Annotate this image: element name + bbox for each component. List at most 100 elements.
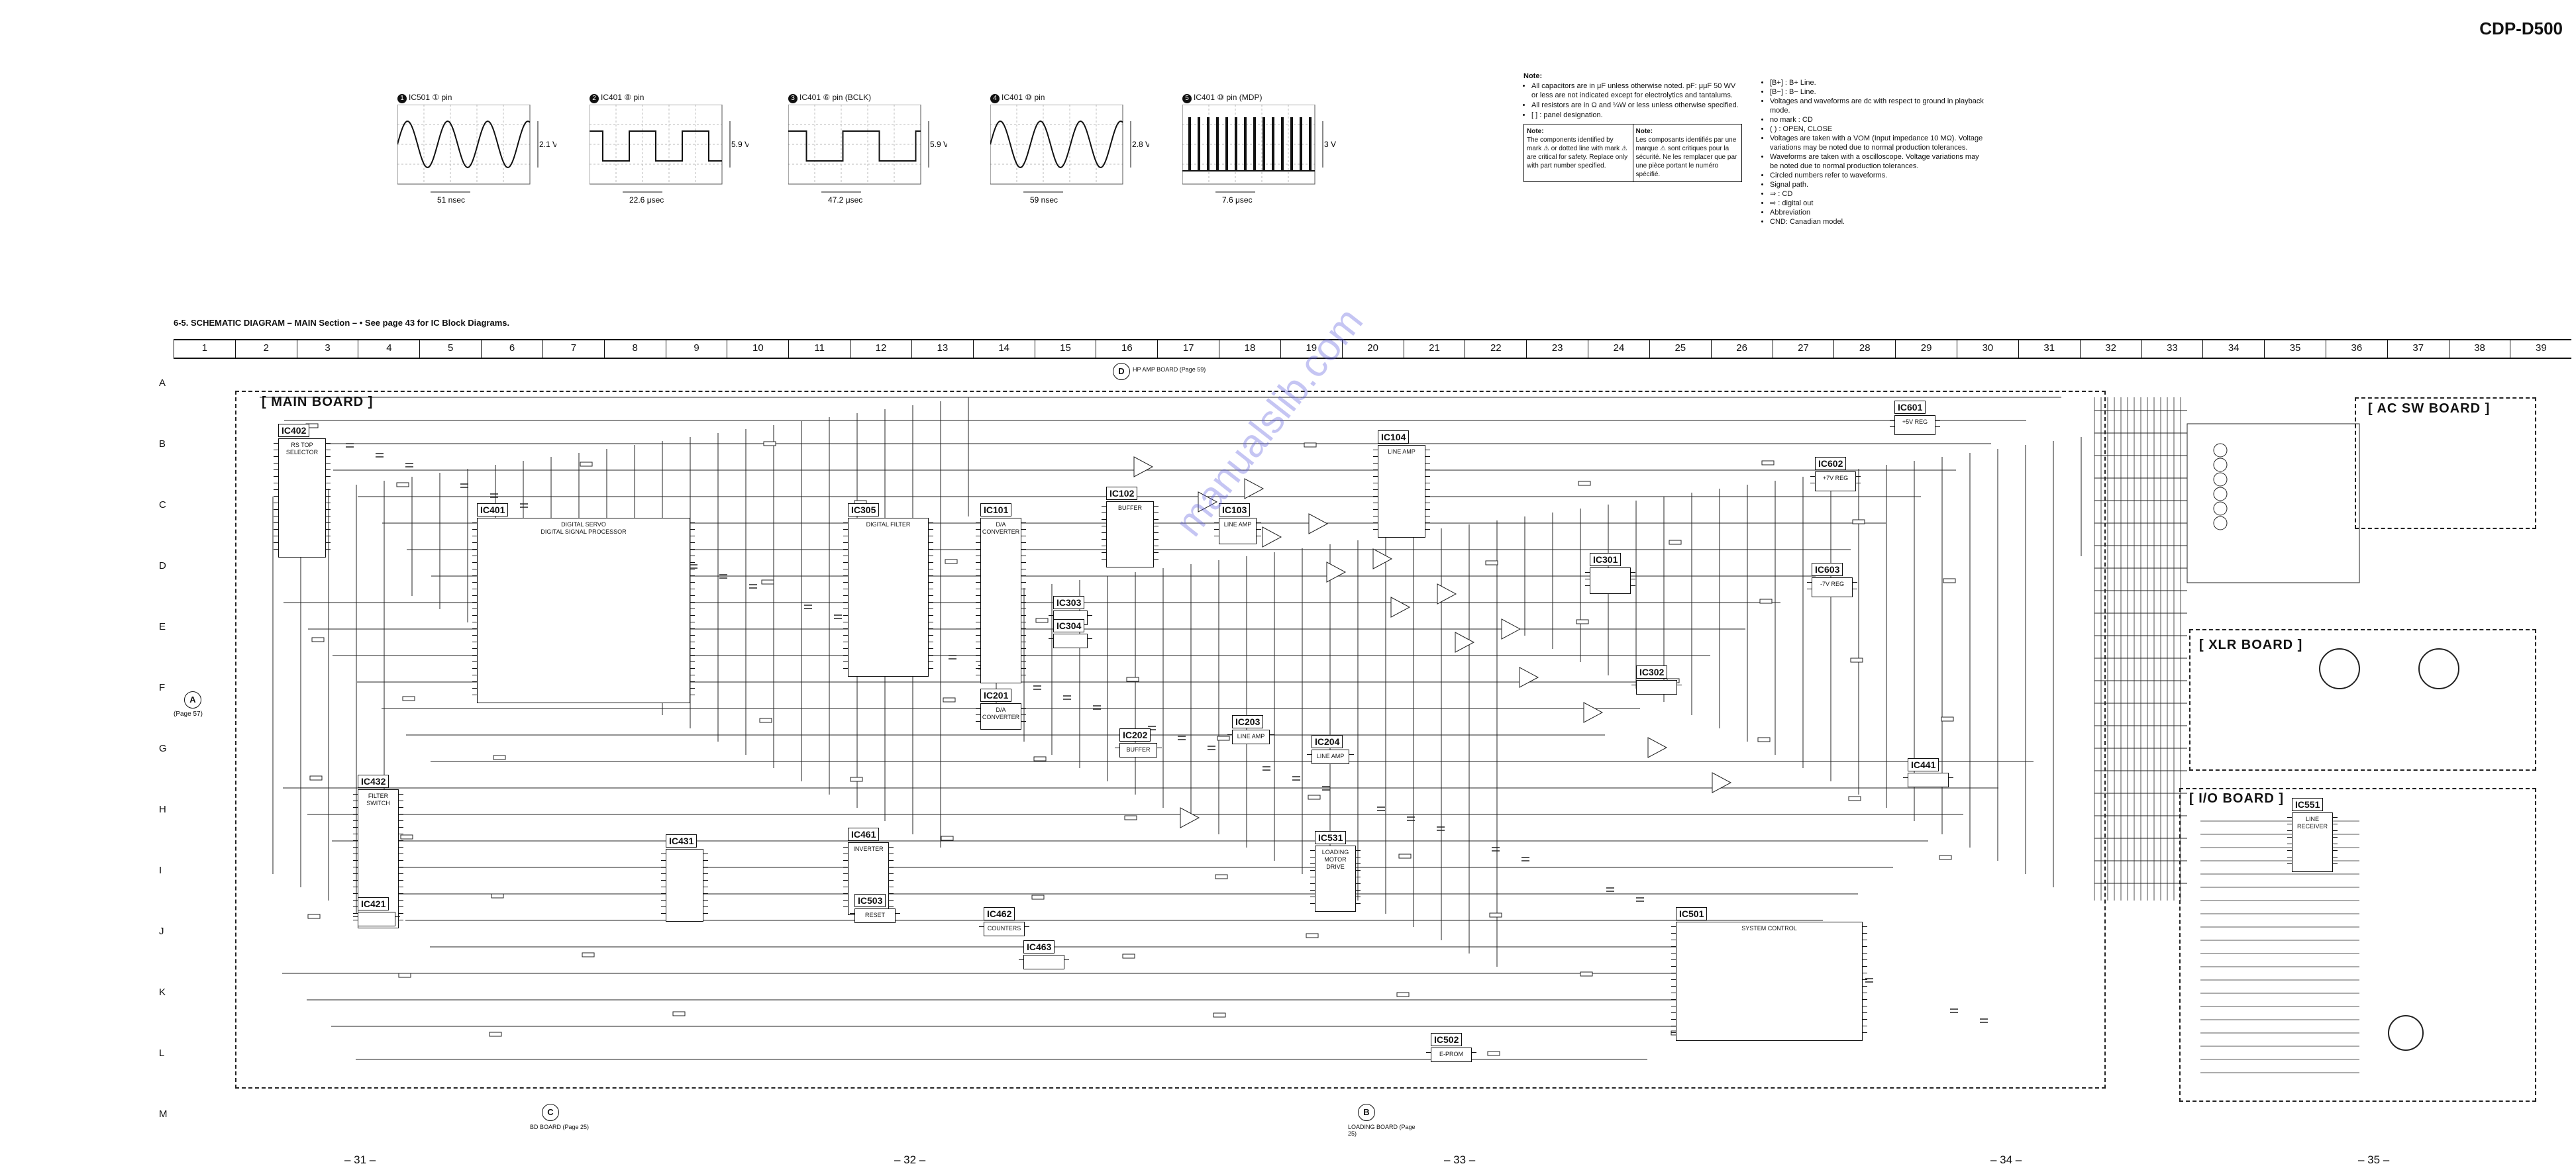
resistor [491,893,504,899]
ic-pin [690,628,695,629]
ic-body: D/A CONVERTER [976,703,1026,730]
column-label: 37 [2387,340,2449,358]
ic-pin [703,860,708,861]
ic-pin [690,688,695,689]
waveform-period: 51 nsec [437,195,465,205]
resistor [1308,795,1321,800]
ic-pin [843,549,849,550]
ic-pin [928,615,933,616]
ic-pin [1021,661,1026,662]
ic-pin [1373,522,1378,523]
ic-body [1585,567,1635,594]
ic-pin [353,913,358,914]
ic-pin [1810,476,1816,477]
ic-pin [472,615,478,616]
resistor [398,973,411,978]
ic-pin [274,496,279,497]
schematic-title: 6-5. SCHEMATIC DIAGRAM – MAIN Section – … [174,318,510,328]
ic-pin [976,661,981,662]
ic-pin [976,549,981,550]
ic-pin [1373,496,1378,497]
waveform-amplitude: 2.8 V [1132,140,1149,149]
waveform-label: IC401 ⑩ pin (MDP) [1194,93,1262,102]
ic-pin [1373,463,1378,464]
column-label: 34 [2202,340,2264,358]
waveform-plot: 5.9 V47.2 μsec [788,105,947,205]
ic-pin [353,916,358,917]
ic-pin [1852,582,1857,583]
ic-pin [1671,959,1676,960]
ic-pin [1671,926,1676,927]
ic-pin [472,562,478,563]
ic-pin [274,522,279,523]
ic-pin [1862,953,1867,954]
connector-c-page: BD BOARD (Page 25) [530,1124,590,1130]
op-amp [1455,632,1475,653]
ac-sw-board-label: [ AC SW BOARD ] [2368,401,2491,416]
ic-pin [690,549,695,550]
ic-body: BUFFER [1115,743,1162,758]
ic-body: SYSTEM CONTROL [1671,922,1867,1041]
ic-pin [976,575,981,576]
ic-pin [1021,635,1026,636]
ic-pin [1355,850,1361,851]
ic-pin [843,595,849,596]
ic-description [666,850,703,852]
ic-pin [690,635,695,636]
ic-pin [976,562,981,563]
ic-pin [843,668,849,669]
legend-item: [B−] : B− Line. [1770,87,1987,97]
ic-label: IC602 [1815,457,1847,470]
ic-label: IC202 [1119,728,1151,742]
ic-pin [976,582,981,583]
resistor [672,1011,686,1016]
column-label: 12 [850,340,911,358]
resistor [1215,874,1228,879]
ic-description: FILTER SWITCH [366,793,390,807]
waveform-label: IC501 ① pin [409,93,452,102]
ic-pin [1102,539,1107,540]
ic-pin [888,893,894,894]
ic-pin [325,509,331,510]
model-name: CDP-D500 [2479,19,2563,38]
op-amp [1262,526,1282,548]
ic-pin [690,668,695,669]
ic-pin [1862,979,1867,980]
ic-pin [661,906,666,907]
ic-pin [661,873,666,874]
ic-pin [888,847,894,848]
waveform-number: 4 [990,94,1000,103]
ic-description: BUFFER [1118,505,1142,511]
ic-pin [690,681,695,682]
ic-pin [2287,830,2293,831]
ic-description: D/A CONVERTER [982,707,1020,720]
ic-pin [1585,572,1590,573]
row-label: K [159,987,166,998]
ic-pin [1153,532,1159,533]
resistor [941,836,954,841]
column-label: 24 [1588,340,1649,358]
ic-pin [1021,668,1026,669]
ic-body: +7V REG [1810,471,1861,491]
ic-pin [690,595,695,596]
ic-pin [1585,585,1590,586]
ic-pin [1256,522,1261,523]
ic-body [1019,955,1069,969]
waveform-plot: 5.9 V22.6 μsec [590,105,748,205]
ic-pin [1671,979,1676,980]
ic-pin [1425,476,1430,477]
ic-pin [690,648,695,649]
ic-pin [976,721,981,722]
column-label: 16 [1096,340,1157,358]
connector-d-page: HP AMP BOARD (Page 59) [1133,366,1206,373]
waveform-period: 59 nsec [1030,195,1058,205]
ic-pin [1807,582,1812,583]
ic-pin [1021,655,1026,656]
ic-pin [661,880,666,881]
ic-pin [325,456,331,457]
ic-body: DIGITAL FILTER [843,518,933,677]
waveform-amplitude: 5.9 V [930,140,947,149]
column-label: 13 [911,340,973,358]
legend-item: ⇒ : CD [1770,189,1987,199]
